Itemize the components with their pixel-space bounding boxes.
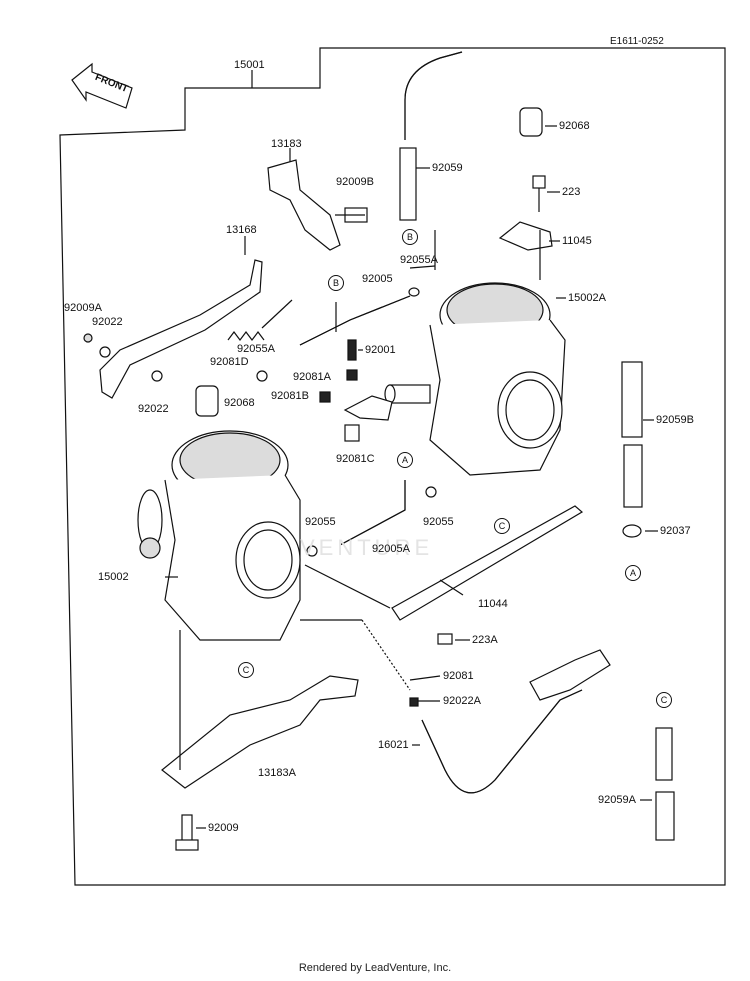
- screw-92001: [347, 339, 357, 361]
- cap-92068-top: [519, 107, 543, 137]
- label-223A[interactable]: 223A: [472, 634, 498, 646]
- label-92005A[interactable]: 92005A: [372, 543, 410, 555]
- screw-223A: [437, 633, 453, 645]
- label-92068-mid[interactable]: 92068: [224, 397, 255, 409]
- label-11044[interactable]: 11044: [478, 598, 508, 610]
- label-223[interactable]: 223: [562, 186, 581, 198]
- hose-92059A: [655, 727, 673, 781]
- bolt-92009A: [83, 333, 93, 343]
- label-92068-top[interactable]: 92068: [559, 120, 590, 132]
- hose-92059: [404, 51, 463, 140]
- label-15002[interactable]: 15002: [98, 571, 129, 583]
- label-92081A[interactable]: 92081A: [293, 371, 331, 383]
- washer-92022-left: [99, 346, 111, 358]
- callout-A-right[interactable]: A: [625, 565, 641, 581]
- bracket-13183A: [161, 675, 359, 789]
- label-13183A[interactable]: 13183A: [258, 767, 296, 779]
- bracket-11045: [498, 221, 553, 251]
- oring-92055A-lower: [256, 370, 268, 382]
- cap-92022A: [409, 697, 419, 707]
- label-11045[interactable]: 11045: [562, 235, 592, 247]
- washer-92022-lower: [151, 370, 163, 382]
- clip-92037: [622, 524, 642, 538]
- link-bar-11044: [391, 505, 584, 621]
- label-92022-left[interactable]: 92022: [92, 316, 123, 328]
- label-92037[interactable]: 92037: [660, 525, 691, 537]
- label-92055-right[interactable]: 92055: [423, 516, 454, 528]
- label-13183[interactable]: 13183: [271, 138, 302, 150]
- label-92009B[interactable]: 92009B: [336, 176, 374, 188]
- label-92081D[interactable]: 92081D: [210, 356, 249, 368]
- footer-credit: Rendered by LeadVenture, Inc.: [298, 962, 452, 974]
- carburetor-15002: [137, 430, 301, 641]
- label-92059[interactable]: 92059: [432, 162, 463, 174]
- label-92022A[interactable]: 92022A: [443, 695, 481, 707]
- callout-A-mid[interactable]: A: [397, 452, 413, 468]
- label-92009-bottom[interactable]: 92009: [208, 822, 239, 834]
- label-92055A-left[interactable]: 92055A: [237, 343, 275, 355]
- callout-C-left[interactable]: C: [238, 662, 254, 678]
- label-92081C[interactable]: 92081C: [336, 453, 375, 465]
- label-92059B[interactable]: 92059B: [656, 414, 694, 426]
- bracket-13183: [267, 159, 341, 251]
- bracket-13168: [99, 259, 263, 399]
- label-16021[interactable]: 16021: [378, 739, 409, 751]
- assembly-outline: [59, 47, 726, 886]
- label-92055A-top[interactable]: 92055A: [400, 254, 438, 266]
- spring-92055A-left: [227, 331, 265, 341]
- label-92081B[interactable]: 92081B: [271, 390, 309, 402]
- label-15001[interactable]: 15001: [234, 59, 265, 71]
- front-arrow-icon: [71, 62, 133, 109]
- label-92081[interactable]: 92081: [443, 670, 474, 682]
- leader-lines: [165, 70, 658, 829]
- label-13168[interactable]: 13168: [226, 224, 257, 236]
- label-15002A[interactable]: 15002A: [568, 292, 606, 304]
- callout-C-bottom[interactable]: C: [656, 692, 672, 708]
- carburetor-15002A: [384, 282, 566, 476]
- label-92009A[interactable]: 92009A: [64, 302, 102, 314]
- callout-B-top[interactable]: B: [402, 229, 418, 245]
- hose-92059B: [621, 361, 643, 438]
- fuel-pipe-92005: [299, 295, 411, 346]
- spring-92081B: [319, 391, 331, 403]
- callout-C-right[interactable]: C: [494, 518, 510, 534]
- bracket-92081C: [343, 395, 393, 421]
- watermark: VENTURE: [300, 535, 434, 560]
- label-92005[interactable]: 92005: [362, 273, 393, 285]
- spring-92081: [361, 619, 411, 691]
- cap-92068-mid: [195, 385, 219, 417]
- spring-92081A: [346, 369, 358, 381]
- label-92059A[interactable]: 92059A: [598, 794, 636, 806]
- label-92055-mid[interactable]: 92055: [305, 516, 336, 528]
- diagram-code: E1611-0252: [610, 36, 664, 47]
- screw-223: [532, 175, 546, 189]
- label-92001[interactable]: 92001: [365, 344, 396, 356]
- hose-straight-92059: [399, 147, 417, 221]
- label-92022-lower[interactable]: 92022: [138, 403, 169, 415]
- callout-B-mid[interactable]: B: [328, 275, 344, 291]
